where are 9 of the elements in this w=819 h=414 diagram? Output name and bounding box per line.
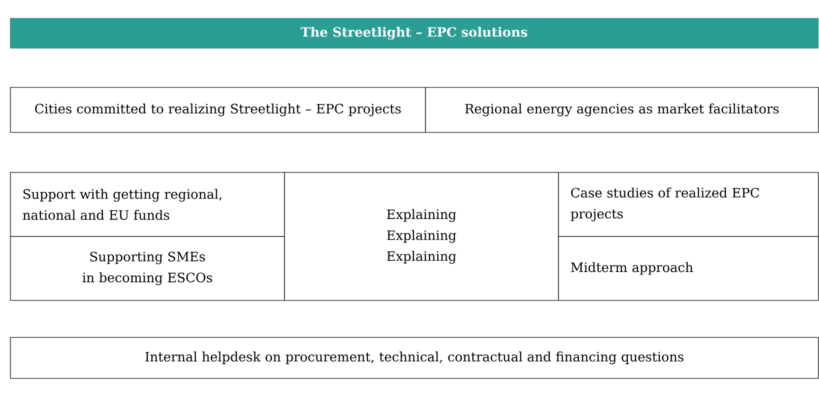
text-cell: Cities committed to realizing Streetlight – EPC projects bbox=[10, 87, 426, 133]
text-cell: Internal helpdesk on procurement, technical, contractual and financing questions bbox=[10, 337, 819, 379]
text-cell: Explaining Explaining Explaining bbox=[284, 172, 559, 301]
title-band: The Streetlight – EPC solutions bbox=[10, 18, 818, 48]
text-cell: Regional energy agencies as market facilitators bbox=[425, 87, 819, 133]
text-cell: Midterm approach bbox=[558, 236, 819, 301]
text-cell: Case studies of realized EPC projects bbox=[558, 172, 819, 237]
text-cell: Supporting SMEs in becoming ESCOs bbox=[10, 236, 285, 301]
text-cell: Support with getting regional, national and EU funds bbox=[10, 172, 285, 237]
